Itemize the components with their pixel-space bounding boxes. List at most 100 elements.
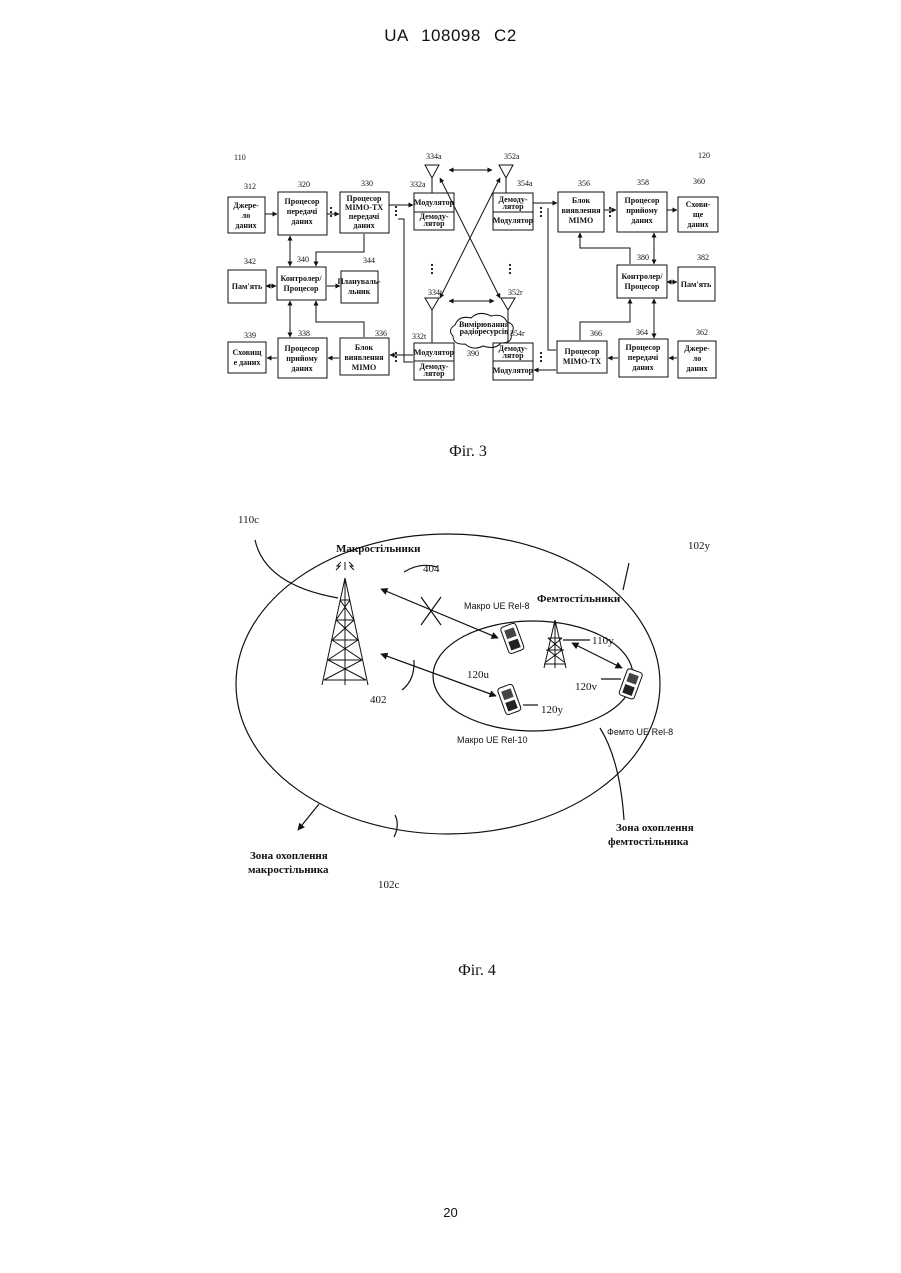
svg-text:е даних: е даних <box>234 358 261 367</box>
ref-332a: 332a <box>410 180 426 189</box>
macro-ue-rel10-label: Макро UE Rel-10 <box>457 735 528 745</box>
ref-110c: 110c <box>238 514 259 526</box>
macro-zone-label-1: Зона охоплення <box>250 850 328 862</box>
phone-icon <box>500 623 525 655</box>
modulator-t-block: Модулятор Демоду- лятор <box>414 348 455 378</box>
figure-4-network-diagram: 110c Макростільники 102y 404 Фемтостільн… <box>0 500 901 990</box>
ref-362: 362 <box>696 328 708 337</box>
mimo-detector-left-block: Блок виявлення MIMO <box>344 343 384 372</box>
svg-text:MIMO: MIMO <box>352 363 376 372</box>
femto-tower-icon <box>544 620 566 668</box>
svg-text:Схови-: Схови- <box>686 200 711 209</box>
svg-text:льник: льник <box>348 287 371 296</box>
ref-402: 402 <box>370 694 387 706</box>
ref-336: 336 <box>375 329 387 338</box>
svg-text:ло: ло <box>693 354 702 363</box>
svg-text:даних: даних <box>291 217 312 226</box>
svg-text:Пам'ять: Пам'ять <box>681 280 712 289</box>
ref-340: 340 <box>297 255 309 264</box>
svg-text:ще: ще <box>693 210 704 219</box>
svg-text:Блок: Блок <box>355 343 374 352</box>
femto-cell-label: Фемтостільники <box>537 593 621 605</box>
svg-text:Процесор: Процесор <box>626 343 661 352</box>
page-number: 20 <box>0 1205 901 1220</box>
svg-text:лятор: лятор <box>423 219 445 228</box>
memory-left-block: Пам'ять <box>232 282 263 291</box>
svg-text:даних: даних <box>291 364 312 373</box>
figure-3-caption: Фіг. 3 <box>449 443 487 460</box>
svg-text:Сховищ: Сховищ <box>233 348 262 357</box>
svg-text:прийому: прийому <box>626 206 658 215</box>
ref-352a: 352a <box>504 152 520 161</box>
femto-ue-rel8-label: Фемто UE Rel-8 <box>607 727 673 737</box>
ref-120: 120 <box>698 151 710 160</box>
svg-text:Модулятор: Модулятор <box>493 366 534 375</box>
figure-3-block-diagram: 110 120 312 320 330 332a 334a 352a 354a … <box>0 140 901 480</box>
ref-110y: 110y <box>592 635 614 647</box>
svg-text:виявлення: виявлення <box>344 353 384 362</box>
phone-icon-120y <box>497 684 522 716</box>
svg-text:Джере-: Джере- <box>684 344 710 353</box>
rx-data-processor-left-block: Процесор прийому даних <box>285 344 320 373</box>
ref-332t: 332t <box>412 332 427 341</box>
svg-text:Модулятор: Модулятор <box>414 198 455 207</box>
ref-364: 364 <box>636 328 648 337</box>
femto-zone-label-1: Зона охоплення <box>616 822 694 834</box>
ref-390: 390 <box>467 349 479 358</box>
svg-text:Процесор: Процесор <box>285 197 320 206</box>
svg-text:даних: даних <box>632 363 653 372</box>
svg-text:MIMO-TX: MIMO-TX <box>563 357 601 366</box>
svg-text:Модулятор: Модулятор <box>493 216 534 225</box>
ref-354r: 354r <box>510 329 525 338</box>
demodulator-rr-block: Демоду- лятор Модулятор <box>493 344 534 375</box>
svg-text:лятор: лятор <box>423 369 445 378</box>
data-sink-right-block: Схови- ще даних <box>686 200 711 229</box>
svg-text:прийому: прийому <box>286 354 318 363</box>
phone-icon-120v <box>618 668 643 700</box>
ref-312: 312 <box>244 182 256 191</box>
ref-120u: 120u <box>467 669 490 681</box>
svg-text:Модулятор: Модулятор <box>414 348 455 357</box>
svg-text:даних: даних <box>353 221 374 230</box>
ref-352r: 352r <box>508 288 523 297</box>
tx-data-processor-right-block: Процесор передачі даних <box>626 343 661 372</box>
rx-data-processor-right-block: Процесор прийому даних <box>625 196 660 225</box>
svg-text:Процесор: Процесор <box>285 344 320 353</box>
svg-text:Джере-: Джере- <box>233 201 259 210</box>
svg-text:даних: даних <box>235 221 256 230</box>
macro-tower-icon <box>322 562 368 685</box>
macro-zone-label-2: макростільника <box>248 864 329 876</box>
svg-text:Плануваль-: Плануваль- <box>337 277 380 286</box>
svg-text:Процесор: Процесор <box>565 347 600 356</box>
ref-366: 366 <box>590 329 602 338</box>
ref-120y: 120y <box>541 704 564 716</box>
figure-4-caption: Фіг. 4 <box>458 962 496 979</box>
ref-382: 382 <box>697 253 709 262</box>
ref-110: 110 <box>234 153 246 162</box>
svg-text:даних: даних <box>686 364 707 373</box>
data-source-left-block: Джере- ло даних <box>233 201 259 230</box>
controller-right-block: Контролер/ Процесор <box>621 272 663 291</box>
svg-text:передачі: передачі <box>287 207 318 216</box>
macro-cell-label: Макростільники <box>336 543 421 555</box>
svg-text:ло: ло <box>242 211 251 220</box>
svg-text:Контролер/: Контролер/ <box>621 272 663 281</box>
ref-334a: 334a <box>426 152 442 161</box>
controller-left-block: Контролер/ Процесор <box>280 274 322 293</box>
ref-356: 356 <box>578 179 590 188</box>
svg-text:Пам'ять: Пам'ять <box>232 282 263 291</box>
ref-102c: 102c <box>378 879 400 891</box>
tx-data-processor-left-block: Процесор передачі даних <box>285 197 320 226</box>
ref-404: 404 <box>423 563 440 575</box>
ref-102y: 102y <box>688 540 711 552</box>
svg-text:Процесор: Процесор <box>625 196 660 205</box>
svg-text:передачі: передачі <box>349 212 380 221</box>
svg-text:MIMO-TX: MIMO-TX <box>345 203 383 212</box>
svg-text:радіоресурсів: радіоресурсів <box>460 327 509 336</box>
ref-334t: 334t <box>428 288 443 297</box>
mimo-tx-processor-left-block: Процесор MIMO-TX передачі даних <box>345 194 383 230</box>
patent-header: UA 108098 C2 <box>0 26 901 46</box>
ref-360: 360 <box>693 177 705 186</box>
mimo-tx-processor-right-block: Процесор MIMO-TX <box>563 347 601 366</box>
ref-320: 320 <box>298 180 310 189</box>
